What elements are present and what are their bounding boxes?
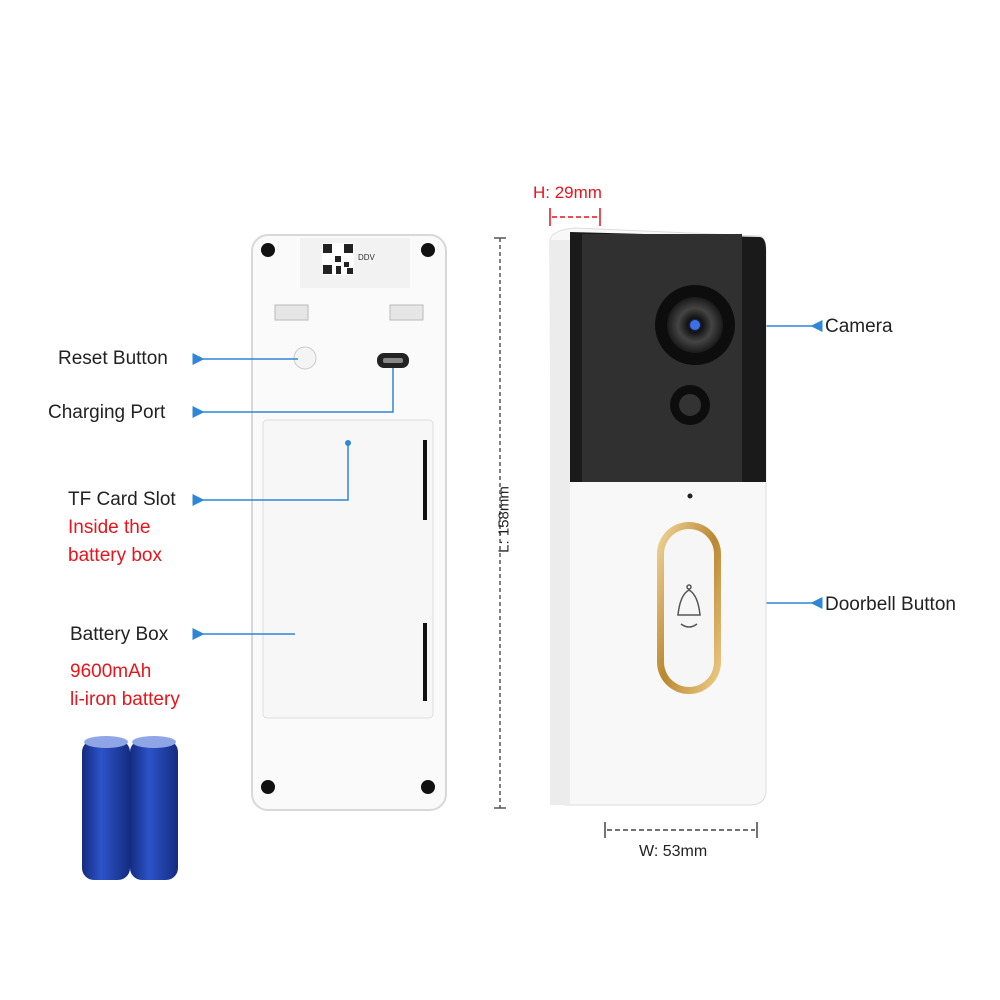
label-reset-button: Reset Button: [58, 348, 168, 369]
label-camera: Camera: [825, 316, 893, 337]
device-brand-label: DDV: [358, 253, 375, 262]
batteries: [82, 736, 178, 880]
battery-box-cover: [262, 419, 434, 719]
battery-capacity: 9600mAh: [70, 661, 152, 682]
reset-button-hole: [293, 346, 317, 370]
dimension-length: L: 158mm: [495, 486, 513, 553]
qr-code: [322, 243, 354, 275]
screw-hole: [261, 243, 275, 257]
doorbell-front: [549, 227, 767, 806]
label-doorbell-button: Doorbell Button: [825, 594, 956, 615]
screw-hole: [261, 780, 275, 794]
label-tf-card-slot: TF Card Slot: [68, 489, 176, 510]
label-battery-box: Battery Box: [70, 624, 169, 645]
dimension-height: H: 29mm: [533, 183, 602, 202]
dimension-width: W: 53mm: [639, 843, 708, 860]
screw-hole: [421, 780, 435, 794]
tf-note-line1: Inside the: [68, 517, 151, 538]
tf-slot: [423, 440, 427, 520]
battery-type: li-iron battery: [70, 689, 180, 710]
label-charging-port: Charging Port: [48, 402, 166, 423]
bell-icon: [677, 584, 701, 628]
back-panel: [251, 234, 447, 811]
screw-hole: [421, 243, 435, 257]
tf-note-line2: battery box: [68, 545, 162, 566]
